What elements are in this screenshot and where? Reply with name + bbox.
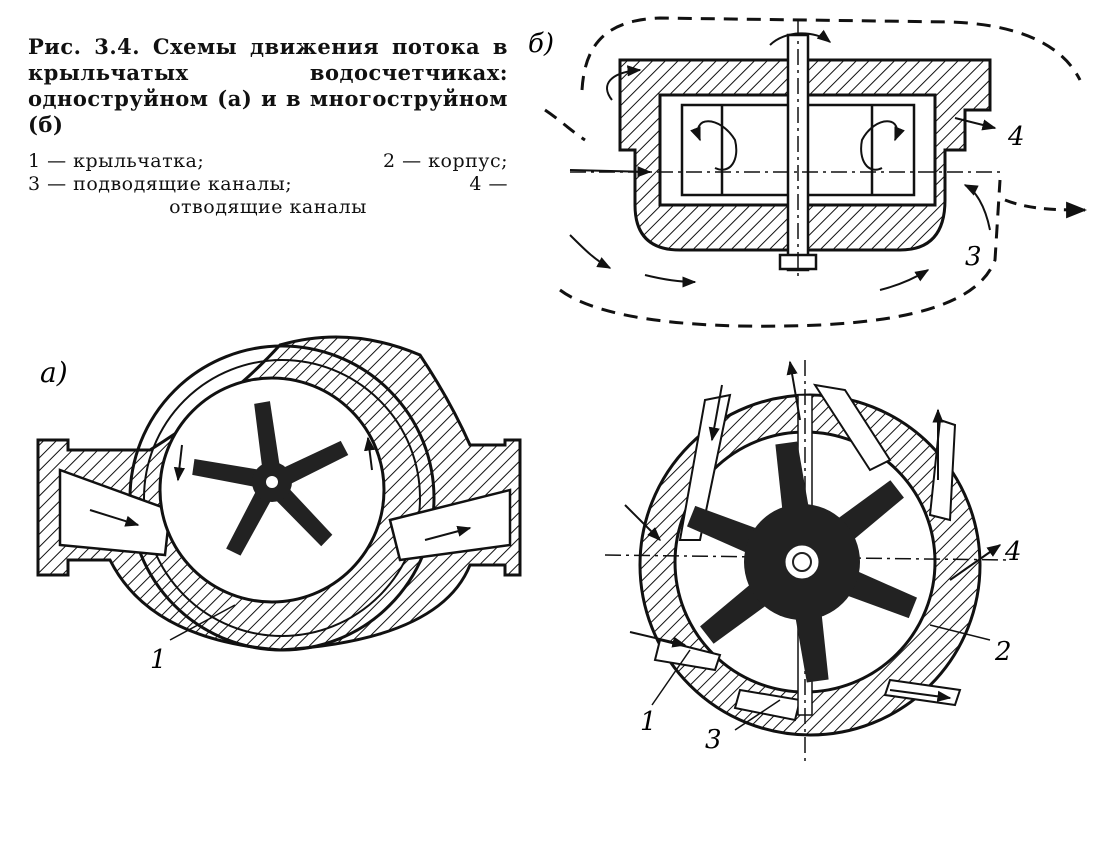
leader-line-a1	[169, 604, 236, 641]
top-left-return-arrow	[606, 65, 642, 101]
rotation-arrow-left-a	[173, 444, 185, 482]
label-c-2: 2	[994, 637, 1012, 667]
bottom-flow-arrow-2	[644, 274, 697, 288]
figure-caption: Рис. 3.4. Схемы движения потока в крыльч…	[28, 34, 508, 219]
horizontal-centerline-c	[604, 554, 1011, 561]
legend-item-2: 2 — корпус;	[382, 150, 508, 172]
legend-row-3: отводящие каналы	[28, 196, 508, 219]
legend: 1 — крыльчатка; 2 — корпус; 3 — подводящ…	[28, 150, 508, 219]
legend-item-4-text: отводящие каналы	[169, 196, 367, 218]
leader-line-c3	[734, 699, 781, 731]
panel-b-label: б)	[528, 29, 554, 59]
inlet-channel-a	[58, 468, 172, 557]
channel-c-5	[653, 638, 722, 672]
bottom-flow-arrow-3	[879, 269, 930, 291]
panel-c-multi-jet-plan	[604, 360, 1011, 765]
legend-item-4-prefix: 4 —	[469, 173, 508, 195]
rotation-arrow-right-a	[364, 436, 376, 471]
leader-line-c1	[651, 649, 691, 706]
outflow-arrow-a	[424, 525, 472, 541]
inflow-arrow-b	[569, 166, 652, 178]
flow-envelope-dashed	[544, 16, 1082, 328]
label-c-1: 1	[640, 707, 657, 737]
label-a-1: 1	[150, 645, 167, 675]
impeller-axle-c	[792, 552, 812, 572]
channel-3-arrow	[963, 184, 991, 231]
impeller-axle-a	[266, 476, 278, 488]
leader-line-c2	[929, 624, 991, 641]
outlet-channel-a	[388, 488, 512, 562]
inflow-arrow-a	[89, 509, 140, 527]
channel-c-6	[733, 688, 802, 722]
legend-item-1: 1 — крыльчатка;	[28, 150, 205, 172]
outflow-dashed-b	[1004, 198, 1088, 219]
impeller-c	[686, 441, 918, 683]
outflow-arrow-c-bottom	[889, 689, 952, 702]
legend-row-2: 3 — подводящие каналы; 4 —	[28, 173, 508, 196]
panel-b-multi-jet-section	[544, 16, 1088, 328]
impeller-a	[192, 401, 349, 556]
inflow-arrow-c-bottom-left	[629, 631, 687, 648]
top-rotation-arrow	[769, 29, 832, 46]
outflow-arrow-c-4	[949, 544, 1002, 581]
bottom-flow-arrow-1	[569, 234, 612, 269]
label-c-3: 3	[705, 725, 722, 755]
channel-c-2	[812, 383, 892, 472]
inflow-arrow-c-1	[708, 384, 723, 442]
panel-a-label: а)	[40, 356, 68, 389]
label-c-4: 4	[1004, 537, 1022, 567]
swirl-left-b	[690, 120, 738, 171]
swirl-right-b	[860, 120, 905, 171]
legend-row-1: 1 — крыльчатка; 2 — корпус;	[28, 150, 508, 173]
outflow-arrow-c-top	[786, 360, 801, 421]
housing-ring-inner-a	[143, 359, 421, 637]
legend-item-3: 3 — подводящие каналы;	[28, 173, 293, 195]
panel-a-single-jet-section	[36, 335, 522, 652]
channel-c-3	[928, 418, 957, 522]
caption-title: Рис. 3.4. Схемы движения потока в крыльч…	[28, 34, 508, 137]
outflow-arrow-b	[954, 117, 997, 131]
label-b-4: 4	[1007, 122, 1025, 152]
label-b-3: 3	[965, 242, 982, 272]
inflow-arrow-c-left	[624, 504, 661, 541]
